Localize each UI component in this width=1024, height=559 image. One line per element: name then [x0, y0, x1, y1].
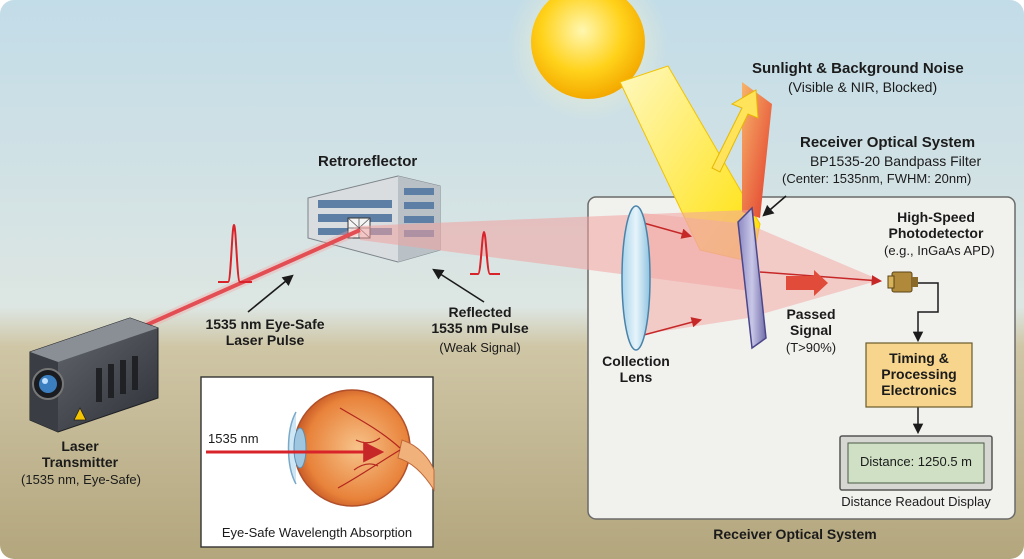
- timing-line-3: Electronics: [866, 382, 972, 398]
- timing-line-2: Processing: [866, 366, 972, 382]
- reflected-label: Reflected 1535 nm Pulse: [410, 304, 550, 336]
- laser-label: Laser Transmitter: [20, 438, 140, 470]
- sunlight-title: Sunlight & Background Noise: [752, 60, 964, 77]
- lens-line-1: Collection: [586, 353, 686, 369]
- receiver-title: Receiver Optical System: [800, 134, 975, 151]
- retroreflector-label: Retroreflector: [318, 153, 417, 170]
- detector-label: High-Speed Photodetector: [876, 209, 996, 241]
- detector-subtitle: (e.g., InGaAs APD): [884, 244, 995, 259]
- detector-line-2: Photodetector: [876, 225, 996, 241]
- lens-label: Collection Lens: [586, 353, 686, 385]
- laser-subtitle: (1535 nm, Eye-Safe): [8, 473, 154, 488]
- laser-line-1: Laser: [20, 438, 140, 454]
- pulse-line-1: 1535 nm Eye-Safe: [190, 316, 340, 332]
- pulse-label: 1535 nm Eye-Safe Laser Pulse: [190, 316, 340, 348]
- readout-caption: Distance Readout Display: [826, 495, 1006, 510]
- reflected-line-2: 1535 nm Pulse: [410, 320, 550, 336]
- distance-readout: Distance: 1250.5 m: [848, 455, 984, 470]
- reflected-line-1: Reflected: [410, 304, 550, 320]
- pulse-line-2: Laser Pulse: [190, 332, 340, 348]
- lens-line-2: Lens: [586, 369, 686, 385]
- passed-line-1: Passed: [776, 306, 846, 322]
- laser-line-2: Transmitter: [20, 454, 140, 470]
- sunlight-subtitle: (Visible & NIR, Blocked): [788, 79, 937, 95]
- reflected-subtitle: (Weak Signal): [410, 341, 550, 356]
- filter-spec: (Center: 1535nm, FWHM: 20nm): [782, 172, 971, 187]
- passed-label: Passed Signal: [776, 306, 846, 338]
- timing-label: Timing & Processing Electronics: [866, 350, 972, 398]
- receiver-box-caption: Receiver Optical System: [690, 526, 900, 542]
- passed-line-2: Signal: [776, 322, 846, 338]
- timing-line-1: Timing &: [866, 350, 972, 366]
- passed-subtitle: (T>90%): [776, 341, 846, 356]
- detector-line-1: High-Speed: [876, 209, 996, 225]
- eye-wavelength-label: 1535 nm: [208, 432, 259, 447]
- eye-caption: Eye-Safe Wavelength Absorption: [201, 526, 433, 541]
- filter-name: BP1535-20 Bandpass Filter: [810, 153, 981, 169]
- collection-lens: [622, 206, 650, 350]
